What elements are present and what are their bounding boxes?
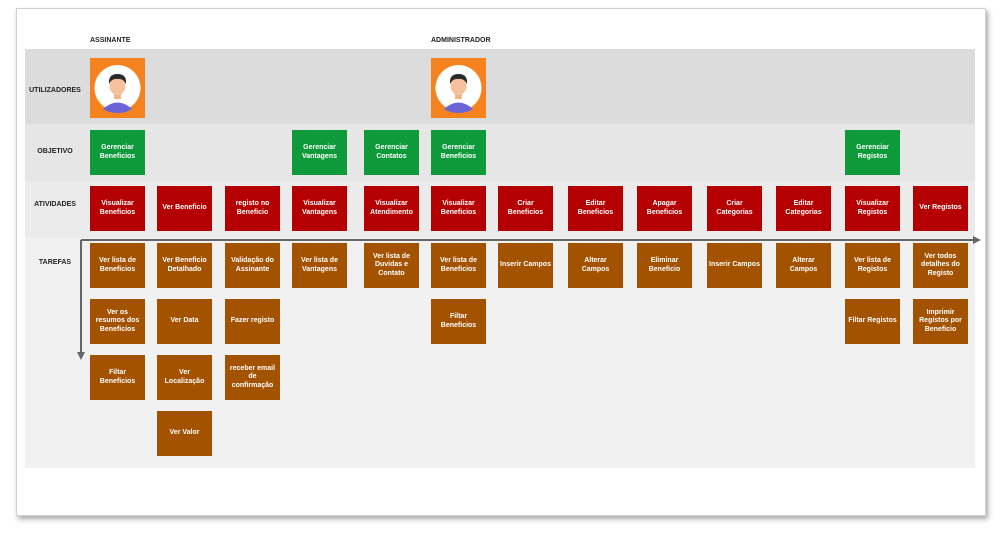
tarefa-card: Ver os resumos dos Beneficios: [90, 299, 145, 344]
label-tarefas: TAREFAS: [38, 259, 72, 266]
tarefa-card: Ver todos detalhes do Registo: [913, 243, 968, 288]
objetivo-card: Gerenciar Beneficios: [90, 130, 145, 175]
tarefa-card: Filtar Beneficios: [90, 355, 145, 400]
tarefa-card: Fazer registo: [225, 299, 280, 344]
tarefa-card: Ver lista de Duvidas e Contato: [364, 243, 419, 288]
atividade-card: Visualizar Beneficios: [431, 186, 486, 231]
tarefa-card: Ver lista de Beneficios: [431, 243, 486, 288]
tarefa-card: Ver lista de Beneficios: [90, 243, 145, 288]
tarefa-card: Ver Valor: [157, 411, 212, 456]
objetivo-card: Gerenciar Beneficios: [431, 130, 486, 175]
atividade-card: Apagar Beneficios: [637, 186, 692, 231]
atividade-card: registo no Beneficio: [225, 186, 280, 231]
band-utilizadores: [25, 49, 975, 124]
objetivo-card: Gerenciar Contatos: [364, 130, 419, 175]
tarefa-card: Ver Beneficio Detalhado: [157, 243, 212, 288]
header-administrador: ADMINISTRADOR: [431, 37, 491, 44]
tarefa-card: Inserir Campos: [498, 243, 553, 288]
tarefa-card: Imprimir Registos por Beneficio: [913, 299, 968, 344]
user-avatar-icon: [94, 65, 141, 113]
band-objetivo: [25, 124, 975, 181]
arrow-right-icon: [973, 236, 981, 244]
objetivo-card: Gerenciar Vantagens: [292, 130, 347, 175]
atividade-card: Visualizar Vantagens: [292, 186, 347, 231]
atividade-card: Visualizar Atendimento: [364, 186, 419, 231]
avatar-assinante: [90, 58, 145, 118]
header-assinante: ASSINANTE: [90, 37, 131, 44]
objetivo-card: Gerenciar Registos: [845, 130, 900, 175]
tarefa-card: Ver Data: [157, 299, 212, 344]
tarefa-card: Ver Localização: [157, 355, 212, 400]
atividade-card: Ver Beneficio: [157, 186, 212, 231]
tarefa-card: Filtar Registos: [845, 299, 900, 344]
label-utilizadores: UTILIZADORES: [29, 87, 81, 94]
tarefa-card: Filtar Beneficios: [431, 299, 486, 344]
user-avatar-icon: [435, 65, 482, 113]
tarefa-card: Ver lista de Vantagens: [292, 243, 347, 288]
atividade-card: Criar Beneficios: [498, 186, 553, 231]
tarefa-card: Inserir Campos: [707, 243, 762, 288]
atividade-card: Visualizar Beneficios: [90, 186, 145, 231]
atividade-card: Ver Registos: [913, 186, 968, 231]
tarefa-card: Alterar Campos: [568, 243, 623, 288]
tarefa-card: Alterar Campos: [776, 243, 831, 288]
tarefa-card: receber email de confirmação: [225, 355, 280, 400]
label-atividades: ATIVIDADES: [34, 201, 76, 208]
label-objetivo: OBJETIVO: [37, 148, 73, 155]
atividade-card: Editar Categorias: [776, 186, 831, 231]
tarefa-card: Ver lista de Registos: [845, 243, 900, 288]
atividade-card: Criar Categorias: [707, 186, 762, 231]
arrow-down-icon: [77, 352, 85, 360]
tarefa-card: Eliminar Beneficio: [637, 243, 692, 288]
avatar-administrador: [431, 58, 486, 118]
tarefa-card: Validação do Assinante: [225, 243, 280, 288]
atividade-card: Editar Beneficios: [568, 186, 623, 231]
atividade-card: Visualizar Registos: [845, 186, 900, 231]
